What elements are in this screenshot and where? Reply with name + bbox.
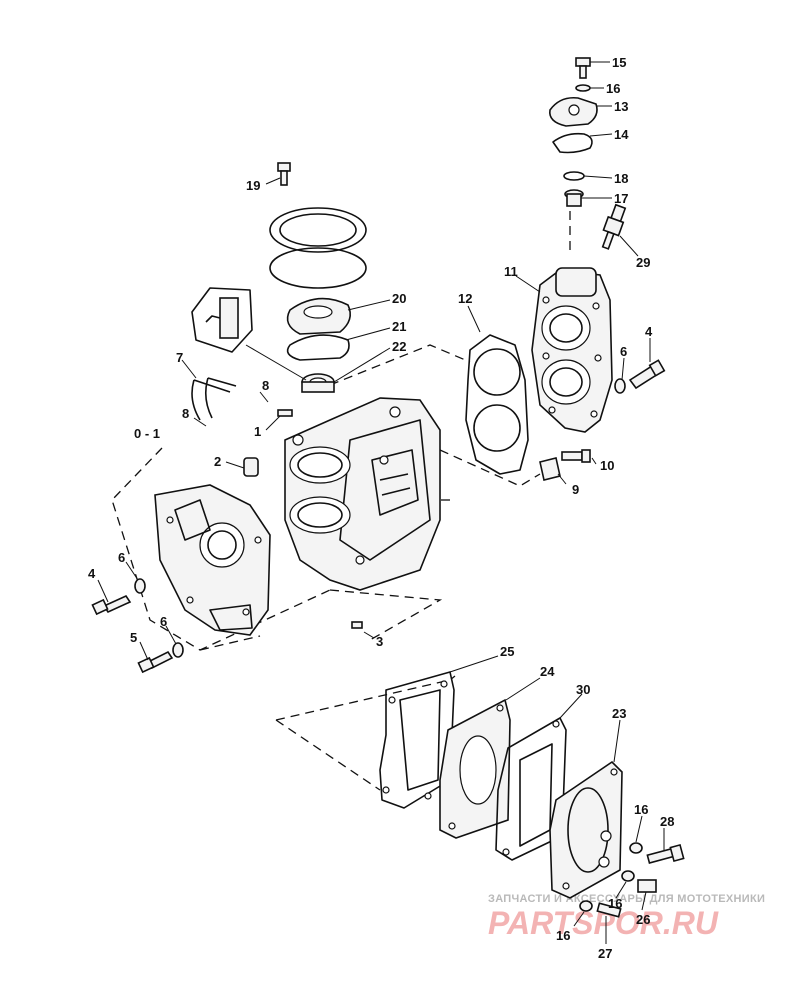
callout-2: 2 xyxy=(214,454,221,469)
hose-7 xyxy=(191,377,237,421)
washer-6-lower xyxy=(172,642,184,658)
callout-4: 4 xyxy=(645,324,653,339)
callout-6: 6 xyxy=(118,550,125,565)
callout-3: 3 xyxy=(376,634,383,649)
screw-27 xyxy=(596,902,622,918)
callout-6: 6 xyxy=(620,344,627,359)
callout-26: 26 xyxy=(636,912,650,927)
callout-10: 10 xyxy=(600,458,614,473)
cylinder-head-11 xyxy=(531,267,613,433)
callout-30: 30 xyxy=(576,682,590,697)
callout-24: 24 xyxy=(540,664,555,679)
washer-6-upper xyxy=(134,578,146,594)
pin-1 xyxy=(277,409,293,417)
gasket-21 xyxy=(286,334,350,361)
thermostat-stack xyxy=(549,57,627,250)
callout-15: 15 xyxy=(612,55,626,70)
seal-detail-inset xyxy=(191,287,307,381)
leader-lines xyxy=(97,61,665,944)
callout-7: 7 xyxy=(176,350,183,365)
crankcase-cover xyxy=(154,484,271,636)
oil-seal-22 xyxy=(301,373,335,393)
watermark-text: ЗАПЧАСТИ И АКСЕССУАРЫ ДЛЯ МОТОТЕХНИКИ xyxy=(488,893,765,905)
gasket-25 xyxy=(379,671,455,809)
bolt-26 xyxy=(637,879,657,893)
callout-25: 25 xyxy=(500,644,514,659)
cover-23 xyxy=(549,760,623,899)
upper-bearing-stack xyxy=(191,162,367,393)
spark-plug-29 xyxy=(601,203,627,250)
callout-16: 16 xyxy=(634,802,648,817)
plate-24 xyxy=(439,698,511,839)
watermark: ЗАПЧАСТИ И АКСЕССУАРЫ ДЛЯ МОТОТЕХНИКИ PA… xyxy=(488,893,765,941)
bolt-19 xyxy=(277,162,291,186)
bolt-4-right xyxy=(628,359,666,390)
callout-28: 28 xyxy=(660,814,674,829)
callout-22: 22 xyxy=(392,339,406,354)
callout-11: 11 xyxy=(504,264,518,279)
bolt-10 xyxy=(561,449,591,463)
bolt-4-left xyxy=(91,594,132,616)
plate-stack xyxy=(379,671,685,918)
bolt-28 xyxy=(646,843,685,864)
thermostat-17 xyxy=(564,189,584,207)
callout-12: 12 xyxy=(458,291,472,306)
callout-16: 16 xyxy=(608,896,622,911)
bolt-15 xyxy=(575,57,591,79)
cover-gasket-14 xyxy=(552,132,593,154)
fitting-2 xyxy=(243,457,259,477)
callout-17: 17 xyxy=(614,191,628,206)
washer-16-c xyxy=(621,870,635,882)
callout-1: 1 xyxy=(254,424,261,439)
callout-23: 23 xyxy=(612,706,626,721)
callout-18: 18 xyxy=(614,171,628,186)
callout-5: 5 xyxy=(130,630,137,645)
ring-plate xyxy=(269,207,367,253)
head-gasket-12 xyxy=(465,334,529,475)
callout-19: 19 xyxy=(246,178,260,193)
cylinder-block xyxy=(284,397,441,591)
callout-13: 13 xyxy=(614,99,628,114)
callout-8: 8 xyxy=(182,406,189,421)
washer-16-b xyxy=(629,842,643,854)
clip-9 xyxy=(539,457,561,481)
washer-6-right xyxy=(614,378,626,394)
callout-labels: 15 16 13 14 18 17 29 19 20 21 22 12 11 4… xyxy=(88,55,674,961)
callout-4: 4 xyxy=(88,566,96,581)
callout-6: 6 xyxy=(160,614,167,629)
bolt-5 xyxy=(137,650,174,674)
callout-14: 14 xyxy=(614,127,629,142)
callout-29: 29 xyxy=(636,255,650,270)
seal-18 xyxy=(563,171,585,181)
washer-16 xyxy=(575,84,591,92)
callout-16: 16 xyxy=(606,81,620,96)
dowel-3 xyxy=(351,621,363,629)
washer-16-d xyxy=(579,900,593,912)
callout-8: 8 xyxy=(262,378,269,393)
callout-0-1: 0 - 1 xyxy=(134,426,160,441)
callout-20: 20 xyxy=(392,291,406,306)
callout-21: 21 xyxy=(392,319,406,334)
callout-27: 27 xyxy=(598,946,612,961)
callout-16: 16 xyxy=(556,928,570,943)
callout-9: 9 xyxy=(572,482,579,497)
